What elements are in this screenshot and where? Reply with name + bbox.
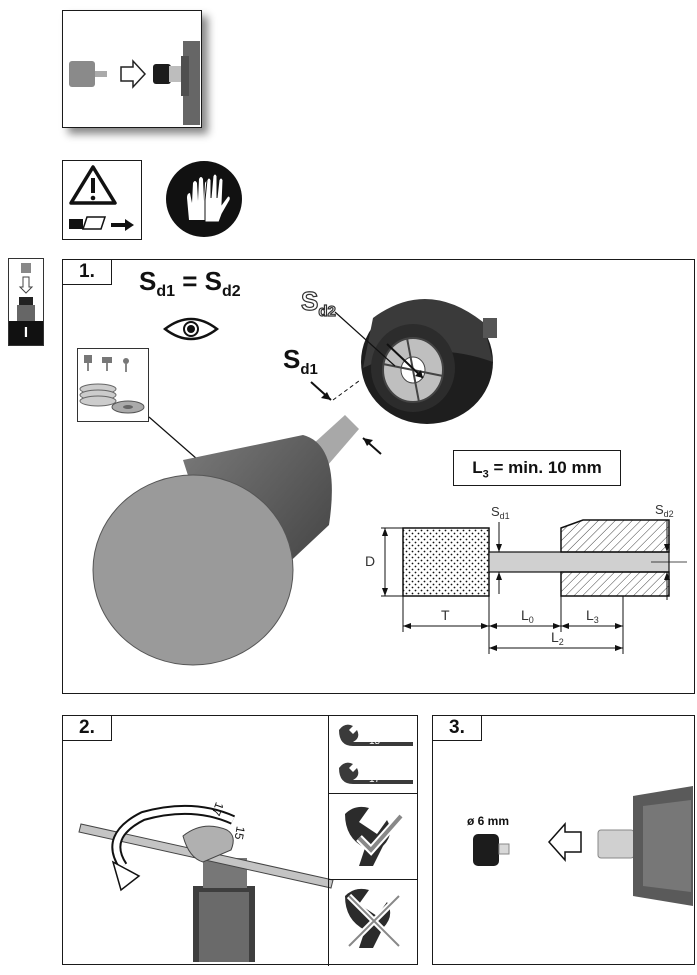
dim-Sd1: Sd1 — [491, 504, 510, 521]
stone-block — [402, 527, 490, 597]
gloves-icon — [165, 160, 243, 238]
cross-wrench-icon — [345, 888, 402, 949]
equation-sd1-sd2: Sd1 = Sd2 — [139, 266, 241, 301]
sd2-pointer — [334, 311, 396, 367]
collet-insert-illustration — [473, 786, 693, 906]
dim-L2: L2 — [551, 629, 564, 647]
step2-number: 2. — [62, 715, 112, 741]
step1-panel: 1. Sd1 = Sd2 — [62, 259, 695, 694]
sd1-arrows — [310, 380, 382, 455]
dim-T: T — [441, 607, 450, 623]
step3-panel: 3. ø 6 mm — [432, 715, 695, 965]
tools-inset — [77, 348, 149, 422]
wrench-on-tool-illustration — [78, 804, 334, 962]
nut-label-15: 15 — [231, 825, 248, 841]
wrench-sizes-box: 15 17 — [328, 716, 418, 794]
shaft — [488, 551, 670, 573]
wrench-icons: 15 17 — [339, 724, 413, 785]
l3-min-box: L3 = min. 10 mm — [453, 450, 621, 486]
dim-Sd2: Sd2 — [655, 502, 674, 519]
eye-icon — [163, 317, 219, 341]
inset-pointer-line — [148, 416, 198, 460]
wrench-size-17: 17 — [369, 774, 381, 785]
grinding-tools-icon — [79, 355, 145, 414]
grinding-stone-illustration — [92, 415, 359, 666]
step3-number: 3. — [432, 715, 482, 741]
tool-thumbnail-icon — [17, 263, 35, 321]
step1-number: 1. — [62, 259, 112, 285]
sd2-label: Sd2 — [300, 285, 336, 321]
preview-illustration — [69, 41, 200, 125]
section-letter: I — [9, 321, 43, 345]
correct-wrench-box — [328, 794, 418, 880]
warning-sign — [62, 160, 142, 240]
step2-panel: 2. 17 15 15 17 — [62, 715, 418, 966]
dim-D: D — [365, 553, 375, 569]
section-tab: I — [8, 258, 44, 346]
dimension-diagram: D T L0 L3 L2 Sd1 Sd2 — [365, 502, 687, 654]
collet-nut-illustration — [361, 298, 497, 424]
warning-triangle-icon — [69, 165, 134, 231]
wrench-size-15: 15 — [369, 736, 381, 747]
sd1-label: Sd1 — [283, 344, 318, 379]
diameter-label: ø 6 mm — [467, 814, 510, 828]
dim-L3: L3 — [586, 607, 599, 625]
preview-frame — [62, 10, 202, 128]
dim-L0: L0 — [521, 607, 534, 625]
check-wrench-icon — [345, 806, 404, 866]
wrong-wrench-box — [328, 880, 418, 966]
